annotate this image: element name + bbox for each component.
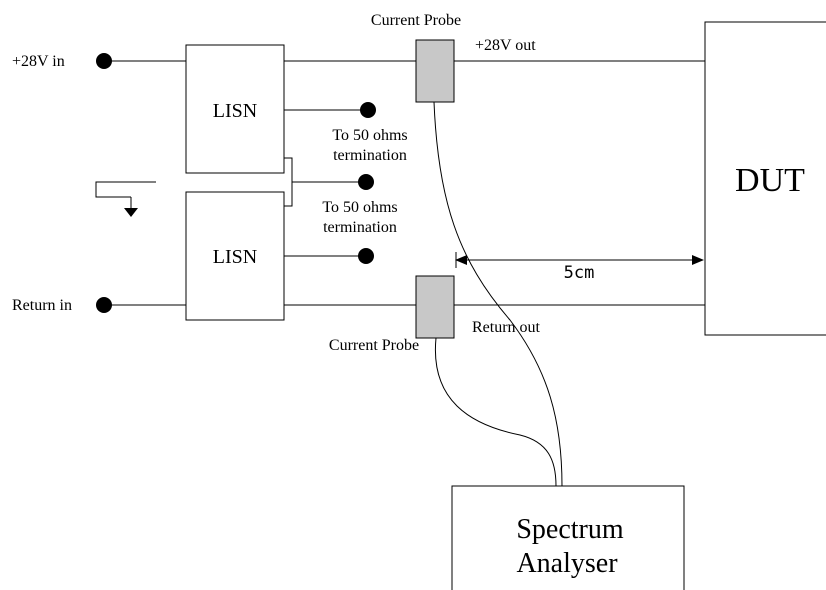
spectrum-analyser-box: [451, 485, 685, 590]
return-output-label: Return out: [472, 319, 541, 336]
dut-label: DUT: [735, 162, 805, 199]
plus28v-input-label: +28V in: [12, 53, 65, 70]
lisn-top-label: LISN: [213, 100, 257, 122]
spectrum-analyser-label-line2: Analyser: [516, 548, 618, 579]
ground-connection-wire: [95, 181, 156, 198]
lisn-top-box: [185, 44, 285, 174]
return-input-label: Return in: [12, 297, 72, 314]
top-probe-cable: [433, 101, 563, 487]
lisn-bridge-wire: [284, 157, 293, 207]
termination-middle-label-line2: termination: [323, 219, 397, 236]
middle-termination-terminal: [358, 174, 374, 190]
lisn-bottom-label: LISN: [213, 246, 257, 268]
bottom-termination-terminal: [358, 248, 374, 264]
bottom-probe-cable: [434, 337, 557, 487]
dut-box: [704, 21, 826, 336]
spectrum-analyser-label-line1: Spectrum: [516, 514, 624, 545]
termination-top-label-line2: termination: [333, 147, 407, 164]
bottom-current-probe-label: Current Probe: [329, 337, 419, 354]
termination-top-label-line1: To 50 ohms: [332, 127, 407, 144]
bottom-current-probe: [415, 275, 455, 339]
ground-arrow-icon: [124, 208, 138, 217]
top-termination-terminal: [360, 102, 376, 118]
top-current-probe: [415, 39, 455, 103]
plus28v-output-label: +28V out: [475, 37, 536, 54]
distance-label: 5cm: [564, 263, 595, 283]
top-current-probe-label: Current Probe: [371, 12, 461, 29]
termination-middle-label-line1: To 50 ohms: [322, 199, 397, 216]
